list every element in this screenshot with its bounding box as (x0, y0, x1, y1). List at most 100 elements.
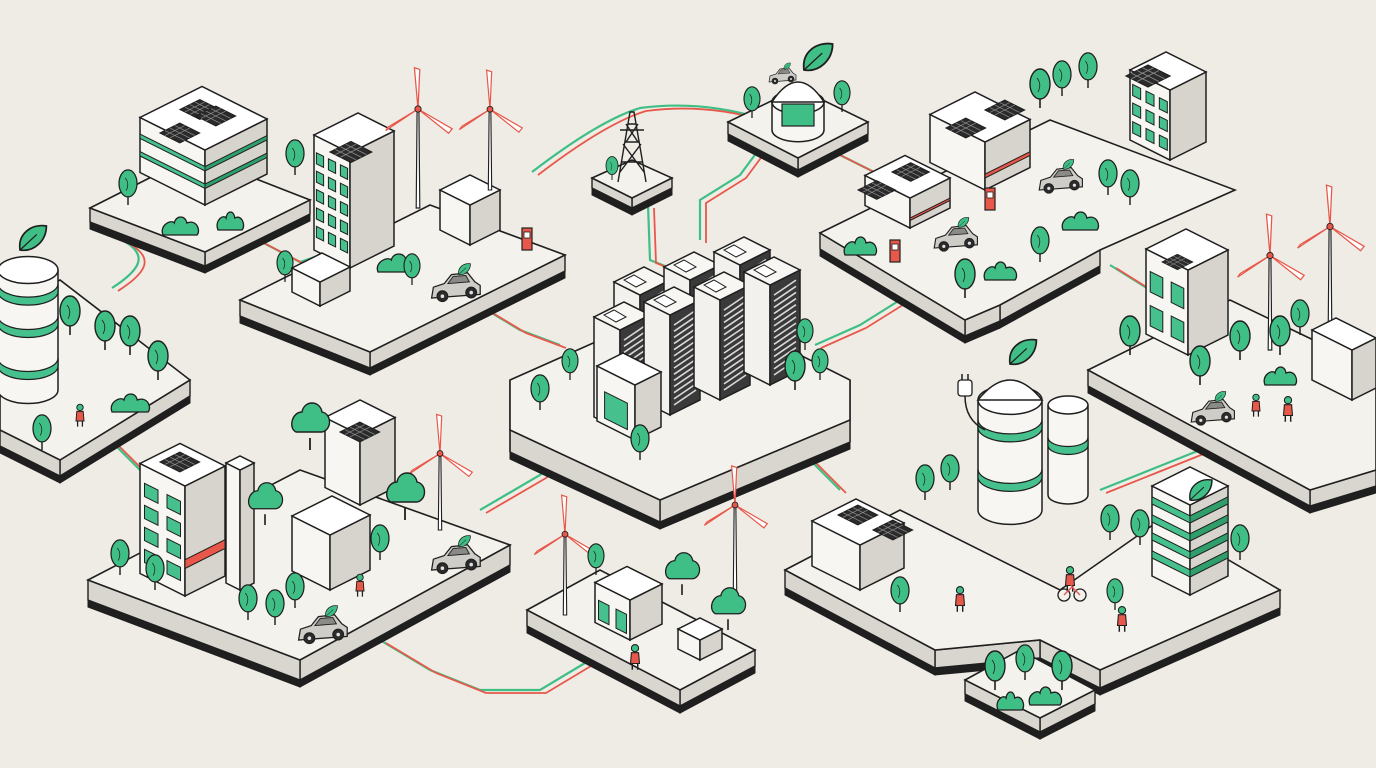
tree-icon (1052, 60, 1072, 96)
link-dome-hub (698, 147, 767, 243)
factory-red (928, 91, 1032, 192)
bush (843, 236, 878, 256)
tree-icon (1120, 169, 1140, 205)
awning (184, 538, 226, 570)
window-band (1189, 531, 1229, 560)
window (144, 482, 159, 505)
tree-icon (890, 576, 910, 612)
office-tower (312, 112, 396, 270)
tree-icon (1189, 345, 1211, 385)
tree-icon (276, 250, 294, 282)
leaf-icon (18, 224, 48, 252)
dome (770, 81, 826, 103)
pylon-icon (617, 111, 647, 183)
server-rack (692, 271, 752, 402)
window (339, 182, 349, 199)
window (144, 504, 159, 527)
window (615, 608, 627, 635)
bush (983, 261, 1018, 281)
window (1170, 281, 1185, 310)
bush (1263, 366, 1298, 386)
tree-icon (1119, 315, 1141, 355)
tree-icon (1130, 509, 1150, 545)
tree-icon (605, 156, 619, 180)
tree-icon (743, 86, 761, 118)
link-east-biogas (1099, 448, 1207, 494)
window (166, 493, 181, 516)
awning (984, 150, 1031, 179)
tree-icon (110, 539, 130, 575)
office-block-east (1144, 228, 1230, 357)
leaf-icon (802, 42, 834, 72)
car-icon (1038, 159, 1083, 194)
bush (1061, 211, 1100, 231)
window (315, 188, 325, 206)
biogas-tank-2 (1047, 395, 1089, 505)
tree-icon (59, 295, 81, 335)
tank-building (438, 174, 502, 247)
tile-pylon (590, 159, 674, 216)
wind-turbine-icon (385, 66, 454, 209)
tree-icon (94, 310, 116, 350)
tree-icon (32, 414, 52, 450)
house-solar (323, 399, 397, 507)
window (1158, 134, 1168, 152)
window (166, 559, 181, 582)
tree-icon (915, 464, 935, 500)
bicycle-icon (1057, 580, 1087, 602)
dome-door (781, 103, 815, 127)
car-icon (430, 535, 481, 575)
window (327, 213, 337, 230)
window (1145, 108, 1155, 126)
leaf-icon (783, 62, 791, 70)
window (1132, 120, 1142, 138)
car-icon (933, 217, 978, 252)
window (604, 390, 628, 431)
tree-icon (954, 258, 976, 298)
window (1132, 83, 1142, 101)
tree-icon (285, 572, 305, 608)
entrance-building (595, 352, 663, 442)
window (315, 225, 325, 242)
window (598, 599, 610, 626)
greenhouse (1310, 317, 1376, 402)
power-plug-icon (957, 374, 986, 431)
green-office (1150, 466, 1230, 597)
charging-station-icon (889, 239, 901, 263)
chimney-tower (224, 455, 256, 592)
window (1149, 304, 1164, 334)
tree-icon (238, 584, 258, 620)
window (144, 526, 159, 549)
window (315, 151, 325, 169)
window (339, 200, 349, 218)
car-icon (1190, 391, 1235, 426)
link-sw-south (379, 639, 597, 694)
tree-icon (984, 650, 1006, 690)
window (327, 157, 337, 175)
house-small (290, 495, 372, 592)
tree-icon (370, 524, 390, 560)
tree-icon (710, 587, 747, 630)
bush (996, 691, 1025, 711)
leaf-icon (1008, 338, 1038, 366)
tree-icon (530, 374, 550, 410)
tree-icon (1098, 159, 1118, 195)
car-icon (768, 62, 797, 85)
window (1158, 115, 1168, 133)
window-band (204, 134, 268, 172)
tree-icon (1051, 650, 1073, 690)
tree-icon (1029, 68, 1051, 108)
storage-tank-west (0, 255, 59, 405)
window (166, 515, 181, 538)
link-pylon-dome-wire (531, 104, 767, 176)
tree-icon (403, 253, 421, 285)
window (1145, 90, 1155, 108)
tree-icon (1229, 320, 1251, 360)
tree-icon (1015, 644, 1035, 680)
objects-layer (0, 42, 1376, 711)
window (327, 176, 337, 193)
tree-icon (247, 482, 284, 525)
bush (216, 211, 245, 231)
tree-icon (145, 554, 165, 590)
